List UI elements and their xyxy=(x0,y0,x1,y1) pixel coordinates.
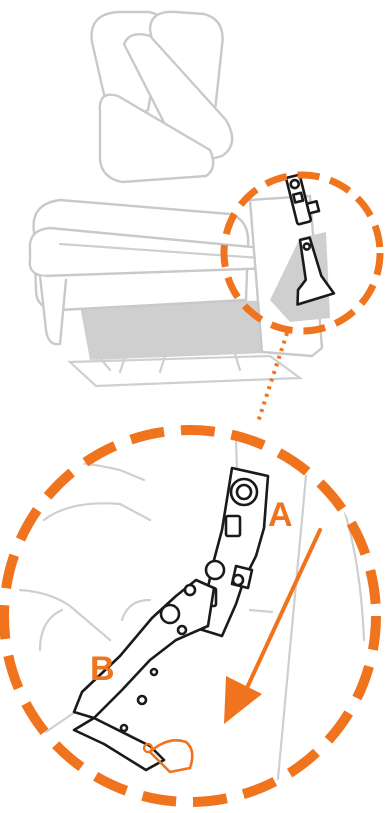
zoom-circle-large: A B xyxy=(4,430,376,802)
label-b: B xyxy=(90,650,115,688)
label-a: A xyxy=(268,496,293,534)
